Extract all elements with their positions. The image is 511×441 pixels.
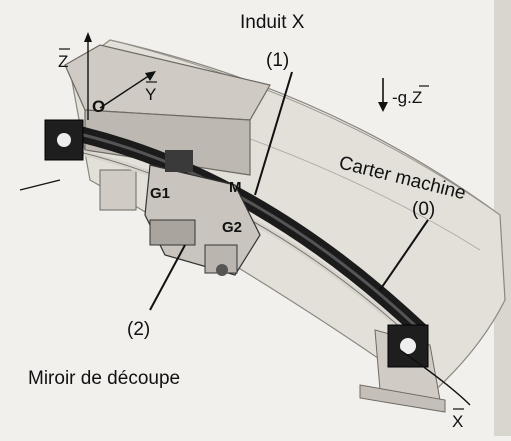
y-axis-line xyxy=(99,74,151,109)
x-axis-right xyxy=(399,349,471,406)
induit-rail-highlight xyxy=(61,128,422,332)
label-point-o: O xyxy=(92,97,105,116)
label-gravity: -g.Z xyxy=(392,88,422,107)
label-induit-number: (1) xyxy=(266,50,289,71)
paper-edge xyxy=(494,0,511,436)
label-axis-x: X xyxy=(452,412,463,431)
right-support-base xyxy=(359,384,446,413)
label-point-g1: G1 xyxy=(150,185,170,202)
label-induit: Induit X xyxy=(240,12,305,33)
label-point-g2: G2 xyxy=(222,219,242,236)
carter-top-edge xyxy=(109,39,501,216)
label-point-m: M xyxy=(229,179,242,196)
leader-carter xyxy=(379,219,429,291)
label-carter-number: (0) xyxy=(412,199,435,220)
carriage-lower-part xyxy=(149,219,196,246)
leader-miroir xyxy=(149,244,186,311)
carriage-top-part xyxy=(165,150,193,172)
upper-box xyxy=(64,44,271,121)
carriage-bolt xyxy=(216,264,228,276)
x-axis-left xyxy=(19,179,61,191)
z-axis-arrow xyxy=(84,32,92,42)
label-miroir-number: (2) xyxy=(127,319,150,340)
label-miroir: Miroir de découpe xyxy=(28,368,180,389)
gravity-arrow-head xyxy=(378,102,388,112)
left-end-hole xyxy=(57,133,71,147)
y-axis-arrow xyxy=(145,71,156,81)
label-axis-z: Z xyxy=(58,52,68,71)
leader-induit xyxy=(254,71,293,196)
left-support xyxy=(99,169,137,211)
label-axis-y: Y xyxy=(145,85,156,104)
right-end-hole xyxy=(400,338,416,354)
